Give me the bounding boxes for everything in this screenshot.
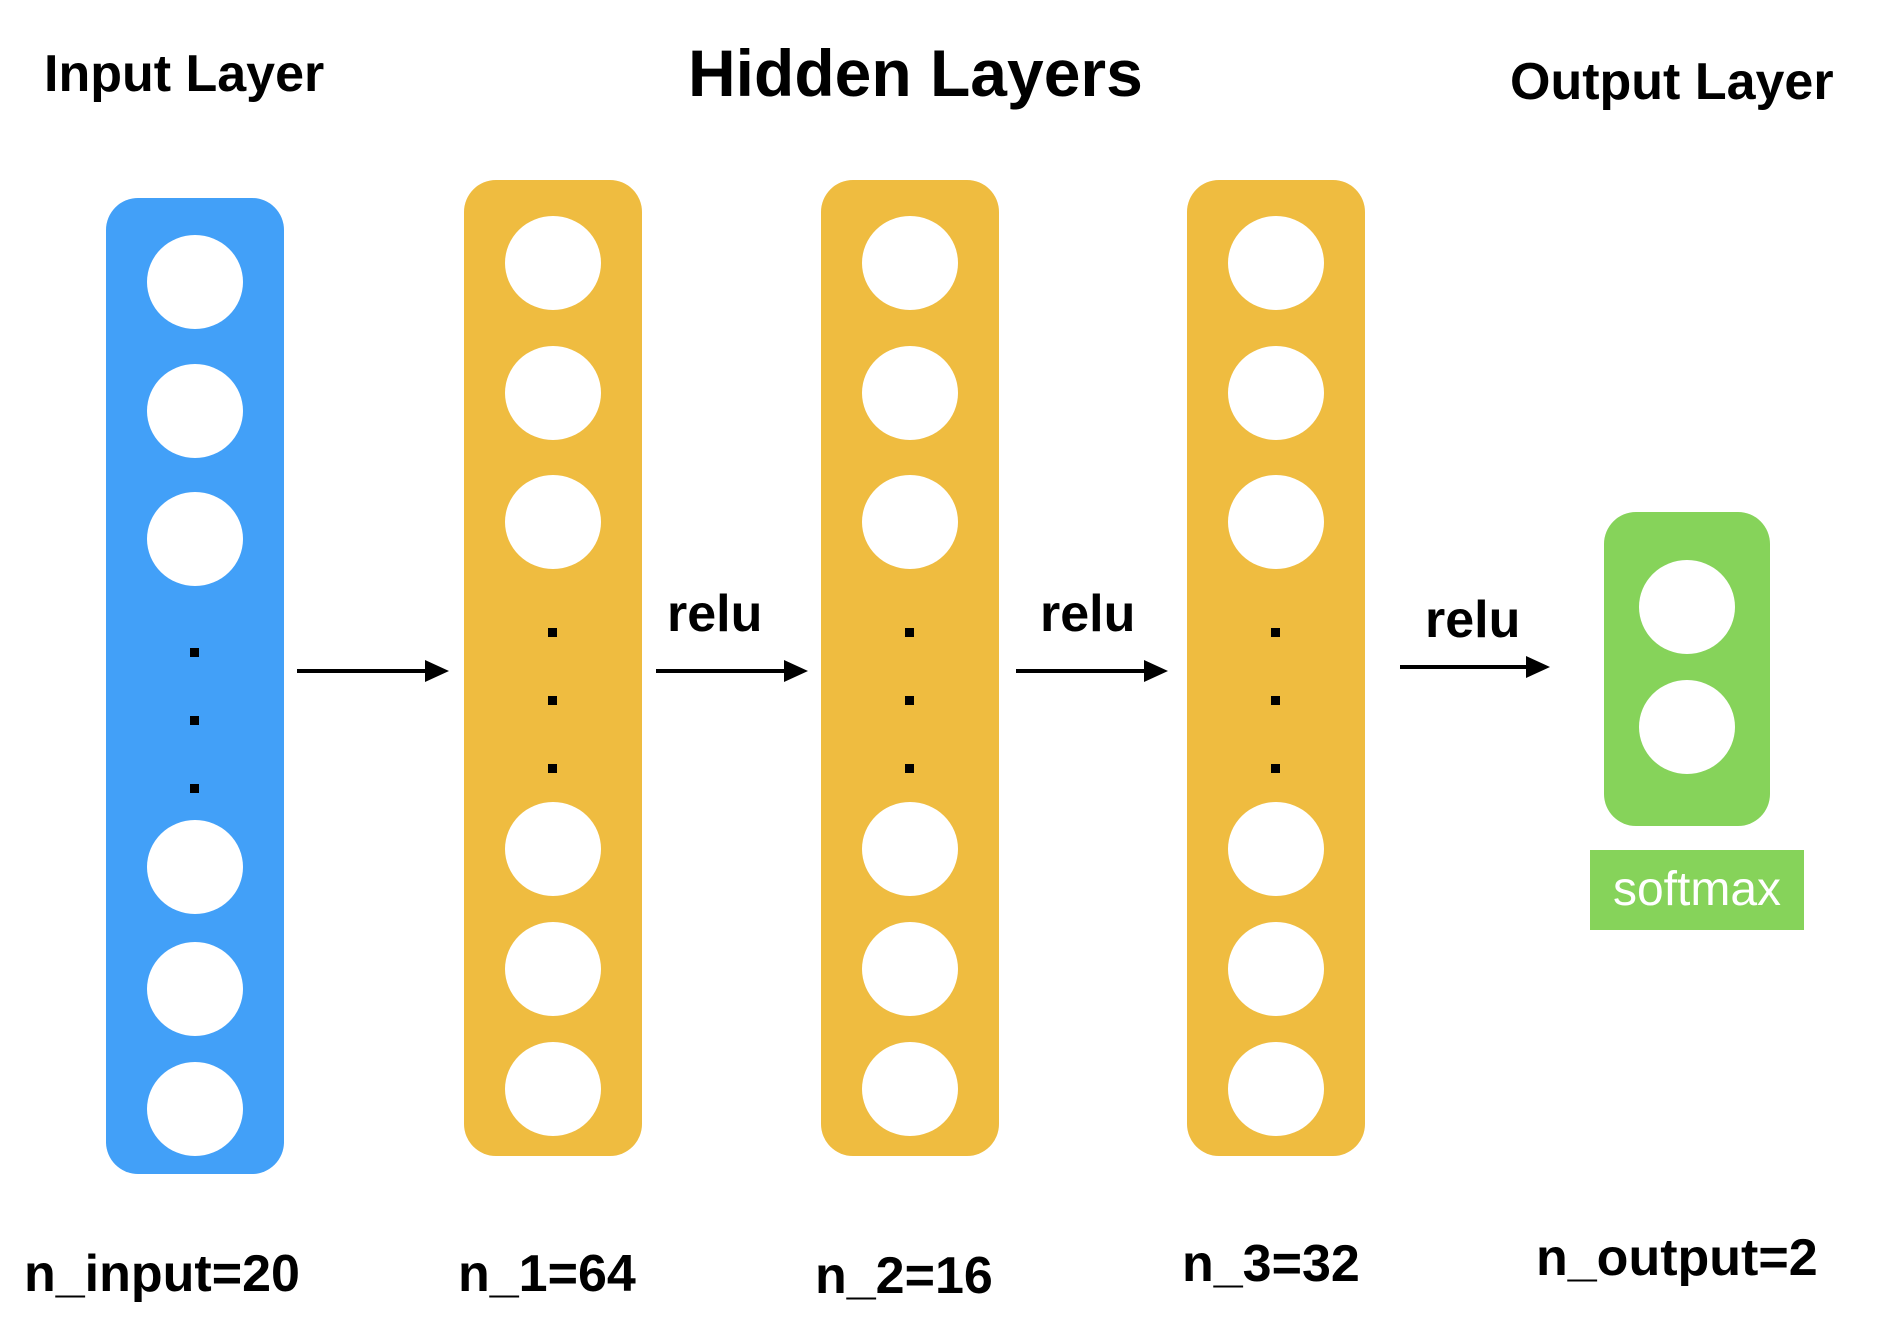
arrow-head-icon — [425, 660, 449, 682]
ellipsis-dot — [1271, 628, 1280, 637]
activation-label-2: relu — [1040, 585, 1136, 643]
hidden-neuron — [1228, 475, 1324, 569]
hidden-neuron — [862, 1042, 958, 1136]
activation-label-3: relu — [1425, 591, 1521, 649]
output-neuron — [1639, 560, 1735, 654]
hidden-neuron — [862, 802, 958, 896]
ellipsis-dot — [905, 764, 914, 773]
ellipsis-dot — [1271, 696, 1280, 705]
hidden-neuron — [505, 475, 601, 569]
hidden-layer-1-box — [464, 180, 642, 1156]
ellipsis-dot — [1271, 764, 1280, 773]
arrow-head-icon — [1144, 660, 1168, 682]
hidden-neuron — [862, 346, 958, 440]
hidden-neuron — [1228, 1042, 1324, 1136]
output-layer-box — [1604, 512, 1770, 826]
hidden-neuron — [862, 922, 958, 1016]
output-neuron — [1639, 680, 1735, 774]
input-size-label: n_input=20 — [24, 1245, 300, 1303]
ellipsis-dot — [905, 696, 914, 705]
arrow-head-icon — [1526, 656, 1550, 678]
arrow-h2-to-h3 — [1016, 669, 1146, 673]
hidden-neuron — [505, 802, 601, 896]
hidden-3-size-label: n_3=32 — [1182, 1235, 1360, 1293]
input-layer-box — [106, 198, 284, 1174]
ellipsis-dot — [190, 784, 199, 793]
ellipsis-dot — [190, 716, 199, 725]
softmax-label: softmax — [1590, 850, 1804, 930]
input-neuron — [147, 820, 243, 914]
hidden-layer-2-box — [821, 180, 999, 1156]
arrow-head-icon — [784, 660, 808, 682]
ellipsis-dot — [548, 696, 557, 705]
hidden-layers-title: Hidden Layers — [688, 36, 1143, 110]
ellipsis-dot — [905, 628, 914, 637]
hidden-neuron — [862, 216, 958, 310]
input-neuron — [147, 492, 243, 586]
hidden-1-size-label: n_1=64 — [458, 1245, 636, 1303]
output-layer-title: Output Layer — [1510, 53, 1834, 111]
arrow-h1-to-h2 — [656, 669, 786, 673]
hidden-neuron — [505, 1042, 601, 1136]
input-neuron — [147, 942, 243, 1036]
hidden-neuron — [1228, 922, 1324, 1016]
hidden-neuron — [505, 922, 601, 1016]
output-size-label: n_output=2 — [1536, 1229, 1818, 1287]
arrow-h3-to-output — [1400, 665, 1528, 669]
ellipsis-dot — [548, 628, 557, 637]
hidden-neuron — [1228, 802, 1324, 896]
input-neuron — [147, 364, 243, 458]
hidden-neuron — [1228, 346, 1324, 440]
hidden-layer-3-box — [1187, 180, 1365, 1156]
arrow-input-to-h1 — [297, 669, 427, 673]
hidden-neuron — [862, 475, 958, 569]
hidden-2-size-label: n_2=16 — [815, 1247, 993, 1305]
input-layer-title: Input Layer — [44, 45, 325, 103]
ellipsis-dot — [190, 648, 199, 657]
hidden-neuron — [505, 346, 601, 440]
hidden-neuron — [505, 216, 601, 310]
activation-label-1: relu — [667, 585, 763, 643]
input-neuron — [147, 235, 243, 329]
ellipsis-dot — [548, 764, 557, 773]
hidden-neuron — [1228, 216, 1324, 310]
input-neuron — [147, 1062, 243, 1156]
